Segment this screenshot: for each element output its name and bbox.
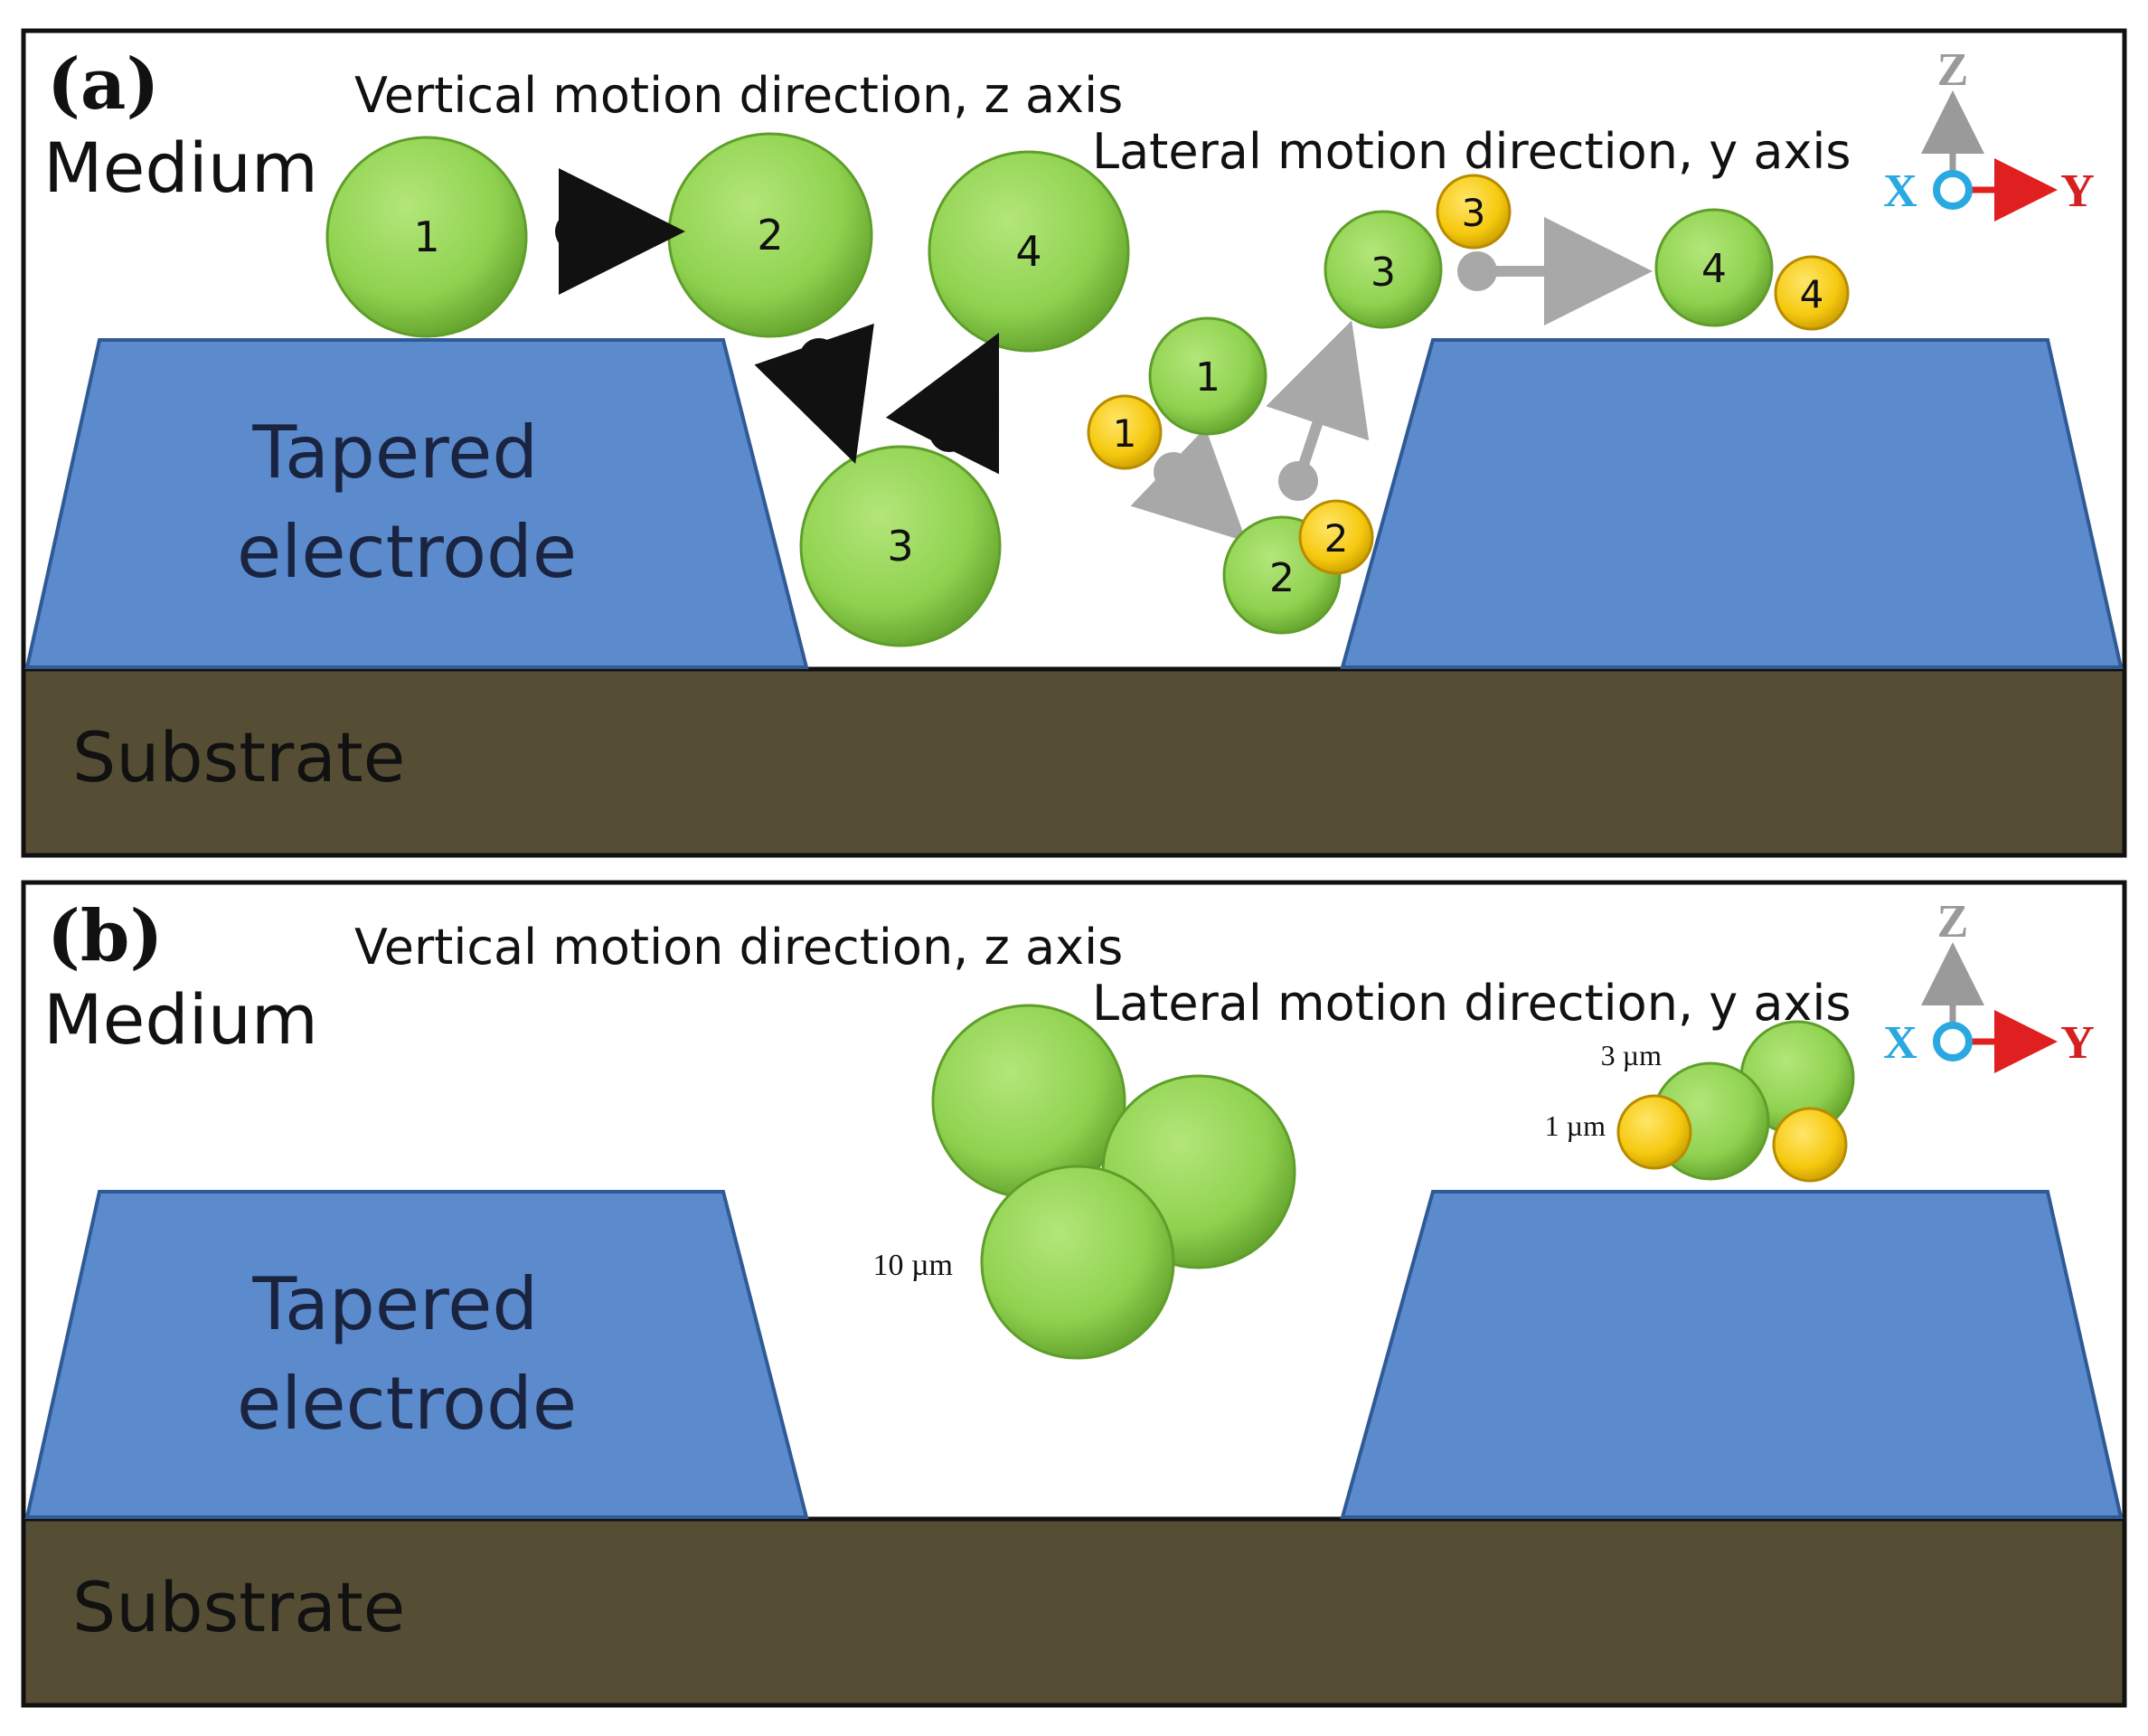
small-yellow-left — [1616, 1094, 1692, 1170]
small-green-1-label: 1 — [1195, 354, 1220, 401]
y-axis-label: Y — [2060, 165, 2095, 217]
y-axis-label: Y — [2060, 1017, 2095, 1069]
yellow-4-label: 4 — [1800, 272, 1824, 316]
lateral-caption-a: Lateral motion direction, y axis — [1092, 123, 1851, 180]
large-particle-4 — [928, 150, 1130, 353]
small-green-3-label: 3 — [1371, 250, 1396, 296]
lateral-caption-b: Lateral motion direction, y axis — [1092, 975, 1851, 1032]
axis-triad-a: Z Y X — [1883, 44, 2095, 222]
large-particle-trajectory: 1 2 3 4 — [325, 132, 1130, 647]
z-axis-label: Z — [1937, 896, 1969, 948]
yellow-3 — [1436, 174, 1512, 250]
vertical-caption-a: Vertical motion direction, z axis — [354, 67, 1123, 124]
electrode-left-a — [24, 338, 809, 669]
electrode-left-b — [24, 1190, 809, 1519]
small-green-3 — [1324, 210, 1443, 329]
substrate-b — [21, 1516, 2127, 1708]
z-axis-label: Z — [1937, 44, 1969, 96]
yellow-2-label: 2 — [1324, 516, 1349, 561]
grey-arrow-3-to-4 — [1457, 217, 1653, 326]
large-particle-cluster: 10 µm — [872, 1004, 1296, 1360]
medium-label-b: Medium — [43, 979, 318, 1060]
grey-arrow-2-to-3 — [1266, 320, 1370, 501]
black-arrow-2-to-3 — [754, 323, 874, 464]
electrode-right-a — [1340, 338, 2124, 669]
black-arrow-3-to-4 — [885, 332, 1000, 475]
small-yellow-right — [1772, 1107, 1848, 1183]
electrode-label-a: Tapered electrode — [237, 410, 577, 594]
yellow-1-label: 1 — [1113, 411, 1137, 456]
x-axis-out-of-plane-icon — [1933, 170, 1973, 210]
small-green-2-label: 2 — [1269, 555, 1295, 601]
panel-letter-b: (b) — [47, 895, 163, 977]
small-green-1 — [1148, 316, 1267, 436]
panel-a: (a) Medium Vertical motion direction, z … — [21, 28, 2127, 858]
substrate-a — [21, 666, 2127, 858]
large-particle-3-label: 3 — [887, 522, 913, 571]
medium-label-a: Medium — [43, 127, 318, 208]
substrate-label-a: Substrate — [72, 717, 405, 797]
cluster-particle-bottom — [980, 1165, 1175, 1360]
size-label-10um: 10 µm — [872, 1249, 953, 1282]
size-label-3um: 3 µm — [1601, 1039, 1662, 1071]
small-particle-trajectory: 1 1 2 2 3 3 4 4 — [1087, 174, 1850, 635]
x-axis-label: X — [1883, 165, 1917, 217]
black-arrow-1-to-2 — [555, 168, 685, 295]
yellow-2 — [1298, 499, 1374, 575]
yellow-4 — [1774, 255, 1850, 331]
x-axis-out-of-plane-icon — [1933, 1022, 1973, 1061]
panel-b: (b) Medium Vertical motion direction, z … — [21, 880, 2127, 1708]
size-label-1um: 1 µm — [1545, 1109, 1606, 1142]
electrode-right-b — [1340, 1190, 2124, 1519]
large-particle-1-label: 1 — [413, 212, 439, 261]
large-particle-4-label: 4 — [1015, 227, 1041, 276]
substrate-label-b: Substrate — [72, 1567, 405, 1647]
yellow-1 — [1087, 394, 1163, 470]
small-green-4-label: 4 — [1701, 246, 1727, 292]
grey-arrow-1-to-2 — [1130, 427, 1247, 542]
panel-letter-a: (a) — [47, 43, 159, 126]
large-particle-2-label: 2 — [757, 211, 783, 259]
small-green-4 — [1654, 208, 1774, 327]
vertical-caption-b: Vertical motion direction, z axis — [354, 919, 1123, 976]
large-particle-1 — [325, 136, 528, 338]
yellow-3-label: 3 — [1462, 191, 1486, 235]
x-axis-label: X — [1883, 1017, 1917, 1069]
electrode-label-b: Tapered electrode — [237, 1262, 577, 1446]
small-particle-cluster: 3 µm 1 µm — [1545, 1020, 1855, 1183]
axis-triad-b: Z Y X — [1883, 896, 2095, 1073]
